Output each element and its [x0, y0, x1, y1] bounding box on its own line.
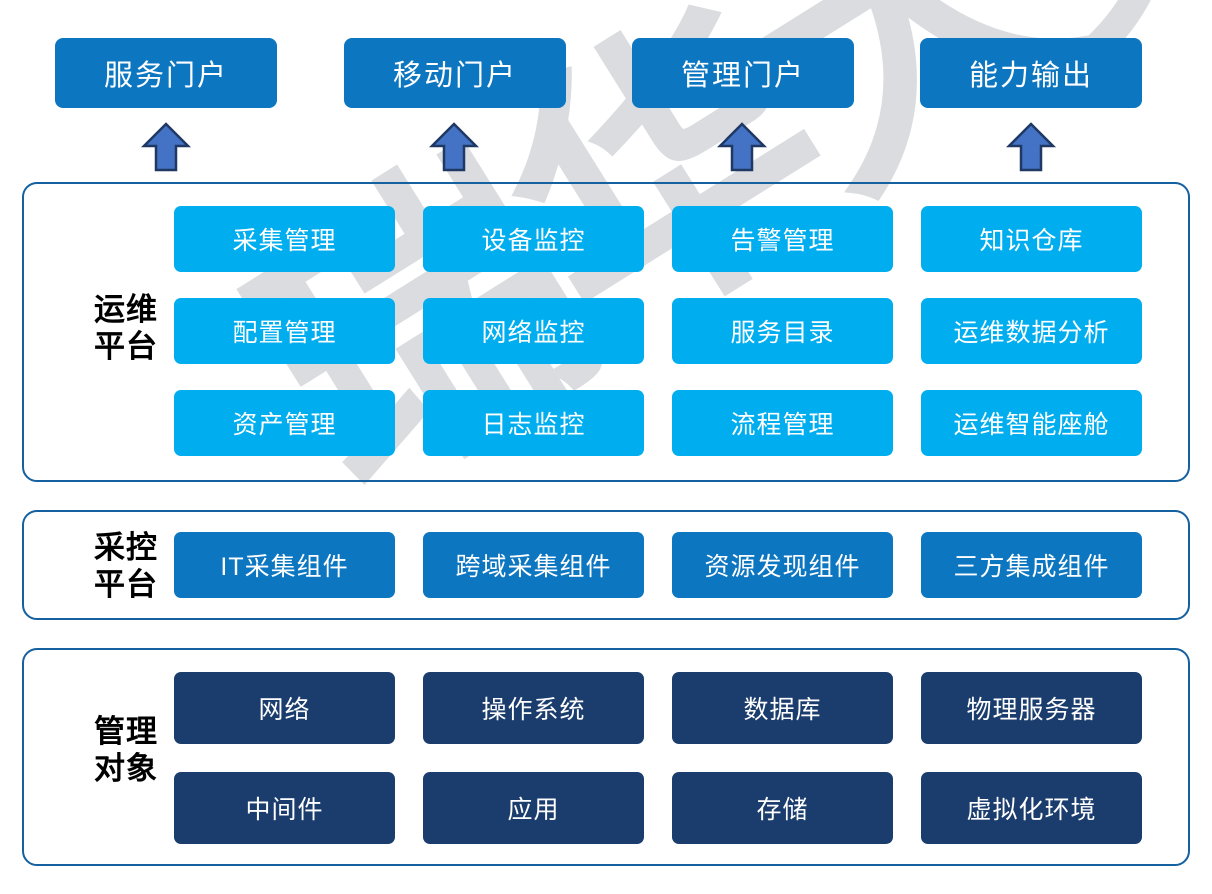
cell-item[interactable]: IT采集组件	[174, 532, 395, 598]
cell-row: 网络 操作系统 数据库 物理服务器	[174, 672, 1192, 744]
cell-item[interactable]: 操作系统	[423, 672, 644, 744]
cell-item[interactable]: 网络	[174, 672, 395, 744]
portal-box-service[interactable]: 服务门户	[55, 38, 277, 108]
cell-item[interactable]: 网络监控	[423, 298, 644, 364]
cell-item[interactable]: 采集管理	[174, 206, 395, 272]
cell-row: 中间件 应用 存储 虚拟化环境	[174, 772, 1192, 844]
cell-item[interactable]: 运维智能座舱	[921, 390, 1142, 456]
cell-item[interactable]: 虚拟化环境	[921, 772, 1142, 844]
cell-item[interactable]: 跨域采集组件	[423, 532, 644, 598]
arrow-up-icon-management	[716, 120, 768, 172]
arrow-up-icon-capability	[1005, 120, 1057, 172]
cell-grid-collect: IT采集组件 跨域采集组件 资源发现组件 三方集成组件	[174, 532, 1192, 598]
layer-label-object: 管理 对象	[94, 714, 158, 786]
cell-item[interactable]: 物理服务器	[921, 672, 1142, 744]
portal-box-management[interactable]: 管理门户	[632, 38, 854, 108]
cell-row: 配置管理 网络监控 服务目录 运维数据分析	[174, 298, 1192, 364]
cell-item[interactable]: 三方集成组件	[921, 532, 1142, 598]
cell-item[interactable]: 告警管理	[672, 206, 893, 272]
cell-item[interactable]: 中间件	[174, 772, 395, 844]
cell-item[interactable]: 设备监控	[423, 206, 644, 272]
cell-row: 资产管理 日志监控 流程管理 运维智能座舱	[174, 390, 1192, 456]
layer-label-collect: 采控 平台	[94, 530, 158, 602]
cell-item[interactable]: 配置管理	[174, 298, 395, 364]
cell-row: IT采集组件 跨域采集组件 资源发现组件 三方集成组件	[174, 532, 1192, 598]
cell-item[interactable]: 存储	[672, 772, 893, 844]
cell-item[interactable]: 数据库	[672, 672, 893, 744]
arrow-up-icon-mobile	[428, 120, 480, 172]
layer-panel-object: 管理 对象 网络 操作系统 数据库 物理服务器 中间件 应用 存储 虚拟化环境	[22, 648, 1190, 866]
cell-row: 采集管理 设备监控 告警管理 知识仓库	[174, 206, 1192, 272]
portal-box-capability[interactable]: 能力输出	[920, 38, 1142, 108]
portal-row: 服务门户 移动门户 管理门户 能力输出	[0, 0, 1212, 172]
cell-item[interactable]: 资源发现组件	[672, 532, 893, 598]
cell-item[interactable]: 应用	[423, 772, 644, 844]
cell-item[interactable]: 日志监控	[423, 390, 644, 456]
arrow-up-icon-service	[140, 120, 192, 172]
cell-item[interactable]: 服务目录	[672, 298, 893, 364]
layer-panel-ops: 运维 平台 采集管理 设备监控 告警管理 知识仓库 配置管理 网络监控 服务目录…	[22, 182, 1190, 482]
cell-item[interactable]: 知识仓库	[921, 206, 1142, 272]
portal-box-mobile[interactable]: 移动门户	[344, 38, 566, 108]
cell-item[interactable]: 运维数据分析	[921, 298, 1142, 364]
cell-grid-object: 网络 操作系统 数据库 物理服务器 中间件 应用 存储 虚拟化环境	[174, 672, 1192, 844]
cell-grid-ops: 采集管理 设备监控 告警管理 知识仓库 配置管理 网络监控 服务目录 运维数据分…	[174, 206, 1192, 456]
layer-label-ops: 运维 平台	[94, 292, 158, 364]
cell-item[interactable]: 资产管理	[174, 390, 395, 456]
cell-item[interactable]: 流程管理	[672, 390, 893, 456]
layer-panel-collect: 采控 平台 IT采集组件 跨域采集组件 资源发现组件 三方集成组件	[22, 510, 1190, 620]
